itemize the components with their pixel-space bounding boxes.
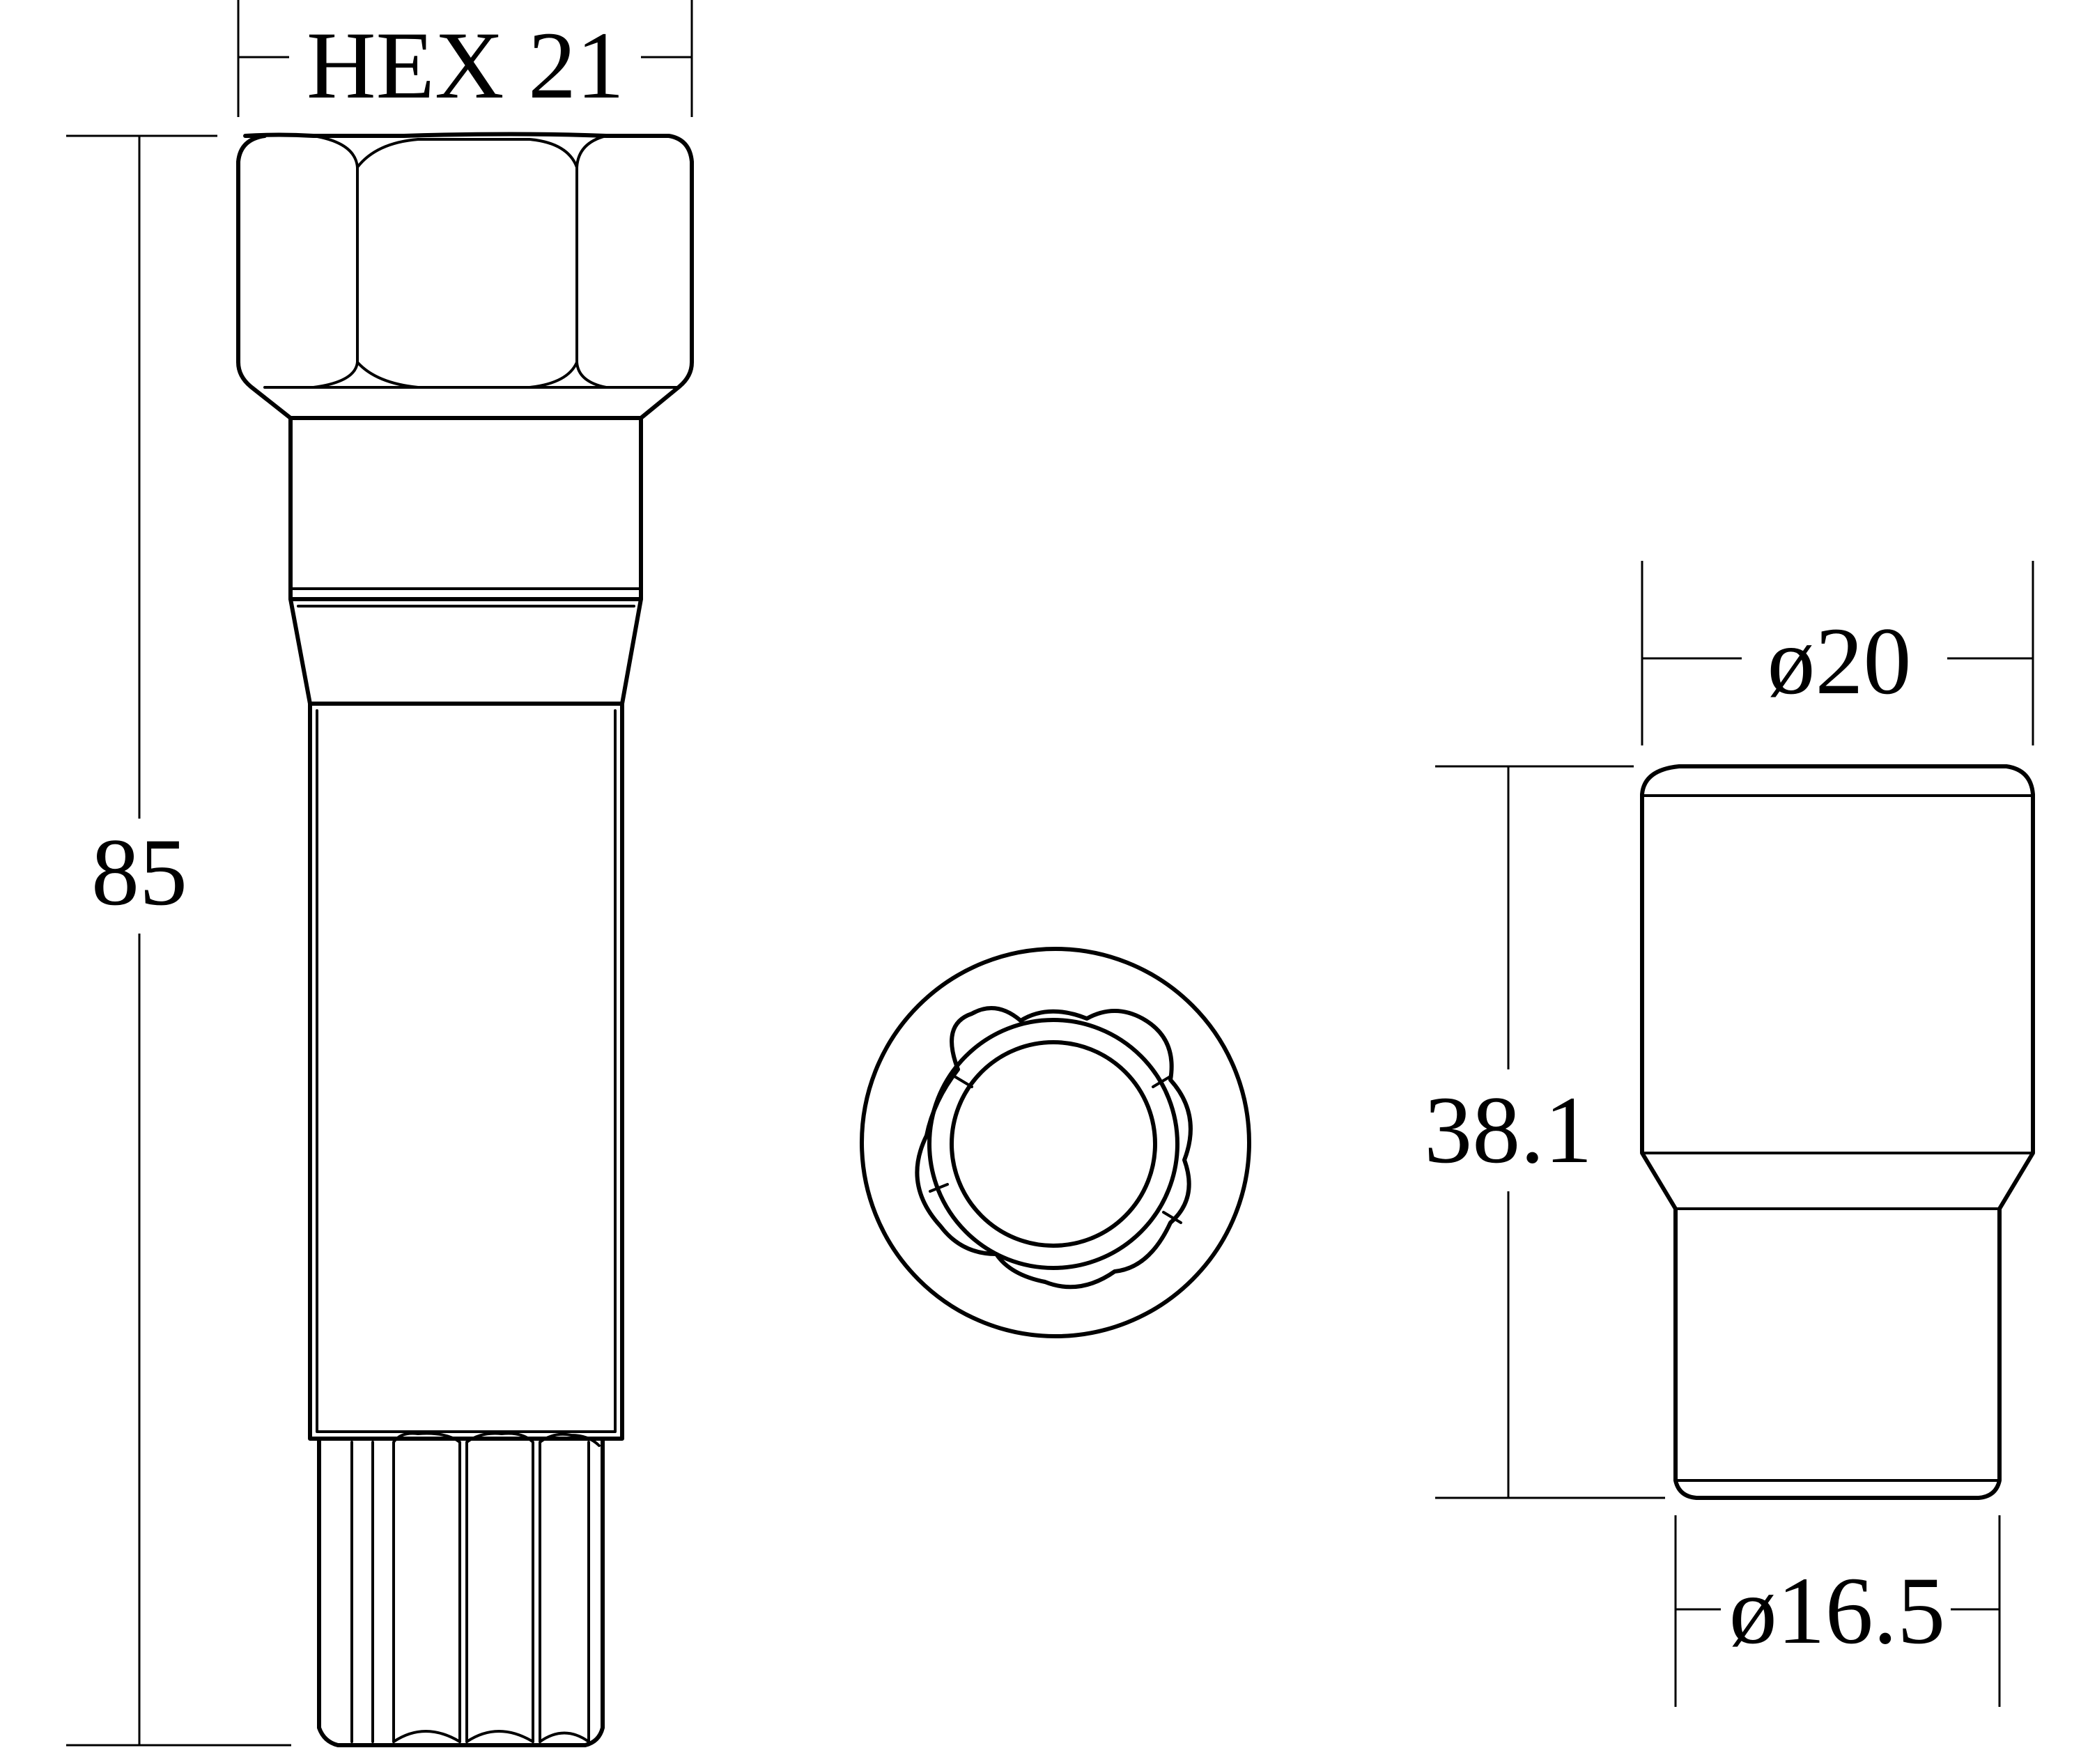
dimension-nut-length: 38.1 [1424, 765, 1665, 1499]
key-spline-tip [317, 1437, 605, 1747]
dimension-nut-outer-diameter: ø20 [1641, 561, 2034, 745]
key-side-view [236, 132, 694, 1747]
key-length-extension-lines [66, 134, 291, 1747]
nut-outer-diameter-label: ø20 [1767, 608, 1912, 714]
key-hex-flat-right [575, 134, 608, 389]
dimension-key-length: 85 [66, 134, 291, 1747]
end-view-inner-ring [927, 1018, 1179, 1270]
end-view-outer-circle [860, 947, 1251, 1338]
nut-side-view [1640, 764, 2035, 1500]
key-taper [288, 597, 643, 706]
nut-lower-diameter-label: ø16.5 [1729, 1557, 1946, 1664]
key-spline-bottom-lobes [392, 1730, 590, 1743]
key-hex-head [236, 132, 694, 420]
key-spline-groove-4 [539, 1432, 601, 1743]
hex-size-label: HEX 21 [307, 12, 624, 118]
nut-lower-extension-lines [1674, 1515, 2001, 1707]
key-end-view [860, 947, 1251, 1338]
key-collar [288, 416, 643, 601]
nut-length-extension-lines [1435, 765, 1665, 1499]
end-view-lobes [915, 1006, 1193, 1290]
nut-length-label: 38.1 [1424, 1076, 1593, 1183]
dimension-nut-lower-diameter: ø16.5 [1674, 1515, 2001, 1707]
key-hex-face-bottom [356, 361, 578, 389]
key-hex-flat-left [312, 134, 359, 389]
end-view-center-bore [950, 1040, 1157, 1248]
key-hex-face-top [356, 138, 578, 169]
key-shaft-inner [316, 709, 617, 1433]
hex-extension-lines [237, 0, 693, 117]
key-length-label: 85 [91, 819, 187, 925]
key-spline-groove-3 [465, 1432, 534, 1743]
nut-outer-extension-lines [1641, 561, 2034, 745]
end-view-lobe-tangents [929, 1075, 1182, 1224]
dimension-hex: HEX 21 [237, 0, 693, 118]
key-spline-groove-1 [350, 1441, 374, 1743]
nut-outline [1640, 764, 2035, 1500]
key-shaft [308, 702, 624, 1441]
key-spline-groove-2 [392, 1432, 461, 1743]
